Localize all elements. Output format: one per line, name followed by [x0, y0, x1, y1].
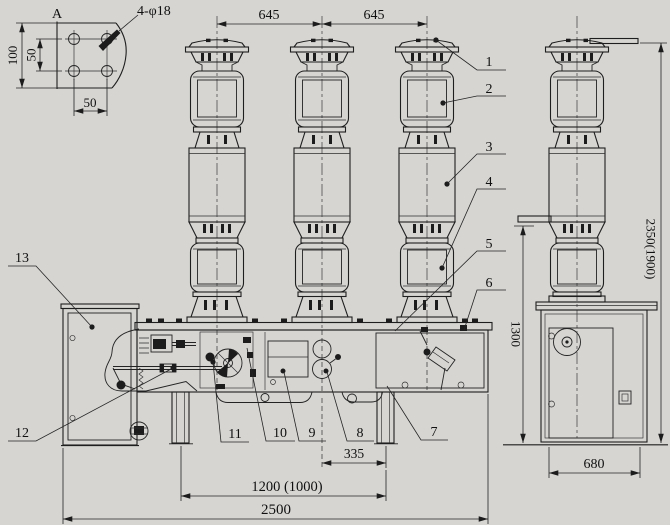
dimensions: 645 645 2350(1900) 1300 680 335 1200 (10… [62, 8, 667, 524]
callout-4: 4 [439, 175, 506, 271]
svg-text:10: 10 [273, 426, 287, 441]
svg-text:13: 13 [15, 251, 29, 266]
nameplate [267, 340, 309, 378]
svg-text:4: 4 [486, 175, 493, 190]
mechanism-shaft [553, 328, 581, 356]
callout-9: 9 [283, 371, 326, 442]
dim-2350: 2350(1900) [644, 219, 659, 280]
side-cabinet [540, 309, 648, 443]
dim-1300: 1300 [509, 321, 524, 347]
dim-680: 680 [584, 457, 605, 472]
support-leg-right [374, 391, 398, 445]
dim-645-right: 645 [364, 8, 385, 23]
svg-text:12: 12 [15, 426, 29, 441]
dim-2500: 2500 [261, 502, 291, 518]
base-frame [134, 318, 493, 445]
callouts: 1 2 3 4 5 6 7 8 [8, 37, 506, 443]
dim-50-cols: 50 [84, 95, 97, 110]
svg-text:2: 2 [486, 82, 493, 97]
dim-50-rows: 50 [24, 49, 39, 62]
dim-100: 100 [5, 46, 20, 66]
bottom-terminal-plate [517, 215, 552, 223]
svg-text:8: 8 [357, 426, 364, 441]
dim-645-left: 645 [259, 8, 280, 23]
front-view [60, 16, 578, 447]
terminal-holes [65, 30, 117, 80]
callout-10: 10 [246, 347, 295, 442]
callout-3: 3 [444, 140, 506, 187]
door-handle [618, 390, 632, 405]
callout-1: 1 [433, 37, 506, 71]
dim-1200: 1200 (1000) [251, 479, 322, 495]
control-cabinet [60, 303, 149, 447]
callout-7: 7 [386, 385, 448, 441]
svg-text:1: 1 [486, 55, 493, 70]
svg-text:11: 11 [228, 427, 241, 442]
svg-text:5: 5 [486, 237, 493, 252]
operating-mechanism [104, 327, 456, 392]
callout-12: 12 [8, 365, 176, 442]
side-view [503, 37, 668, 446]
support-leg-left [169, 391, 193, 445]
cabinet-door [548, 327, 614, 439]
callout-13: 13 [8, 251, 95, 330]
callout-8: 8 [326, 371, 374, 442]
indicator-lower [312, 359, 332, 379]
callout-11: 11 [210, 359, 249, 443]
callout-5: 5 [394, 237, 506, 332]
indicator-upper [312, 339, 332, 359]
dim-335: 335 [344, 446, 365, 461]
hole-note: 4-φ18 [137, 4, 171, 19]
detail-view-label: A [52, 7, 63, 22]
cabinet-platform [535, 301, 658, 311]
svg-text:7: 7 [431, 425, 438, 440]
detail-view-a: A 4-φ18 100 50 50 [5, 4, 171, 116]
svg-text:6: 6 [486, 276, 493, 291]
svg-text:3: 3 [486, 140, 493, 155]
callout-2: 2 [440, 82, 506, 106]
callout-6: 6 [463, 276, 506, 331]
top-terminal-plate [589, 37, 639, 45]
svg-text:9: 9 [309, 426, 316, 441]
